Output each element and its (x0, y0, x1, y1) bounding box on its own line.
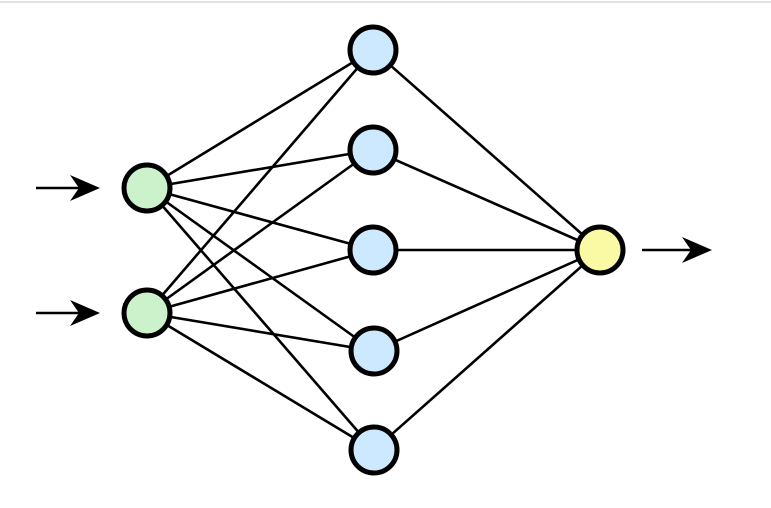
edge-i1-h5 (146, 187, 375, 451)
edge-h1-o1 (372, 49, 601, 251)
edge-i2-h3 (146, 248, 374, 315)
output-arrow-head (682, 237, 712, 263)
edge-h5-o1 (373, 249, 601, 451)
edge-i1-h2 (146, 148, 374, 190)
hidden-node-2 (347, 124, 399, 176)
edge-i1-h1 (146, 48, 374, 190)
edge-i2-h2 (146, 148, 374, 315)
input-node-2 (121, 287, 173, 339)
edge-i2-h5 (146, 311, 375, 452)
edge-i2-h4 (146, 311, 375, 353)
edge-i1-h3 (146, 186, 374, 252)
hidden-node-1 (347, 24, 399, 76)
output-node-1 (574, 224, 626, 276)
edge-h4-o1 (373, 248, 601, 353)
input-arrow-1-head (70, 175, 100, 201)
hidden-node-5 (348, 424, 400, 476)
edge-i2-h1 (146, 49, 374, 314)
hidden-node-4 (348, 325, 400, 377)
hidden-node-3 (347, 224, 399, 276)
edge-i1-h4 (146, 186, 375, 353)
input-node-1 (121, 162, 173, 214)
input-arrow-2-head (70, 300, 100, 326)
top-divider-line (0, 1, 771, 3)
edge-h2-o1 (372, 148, 601, 252)
